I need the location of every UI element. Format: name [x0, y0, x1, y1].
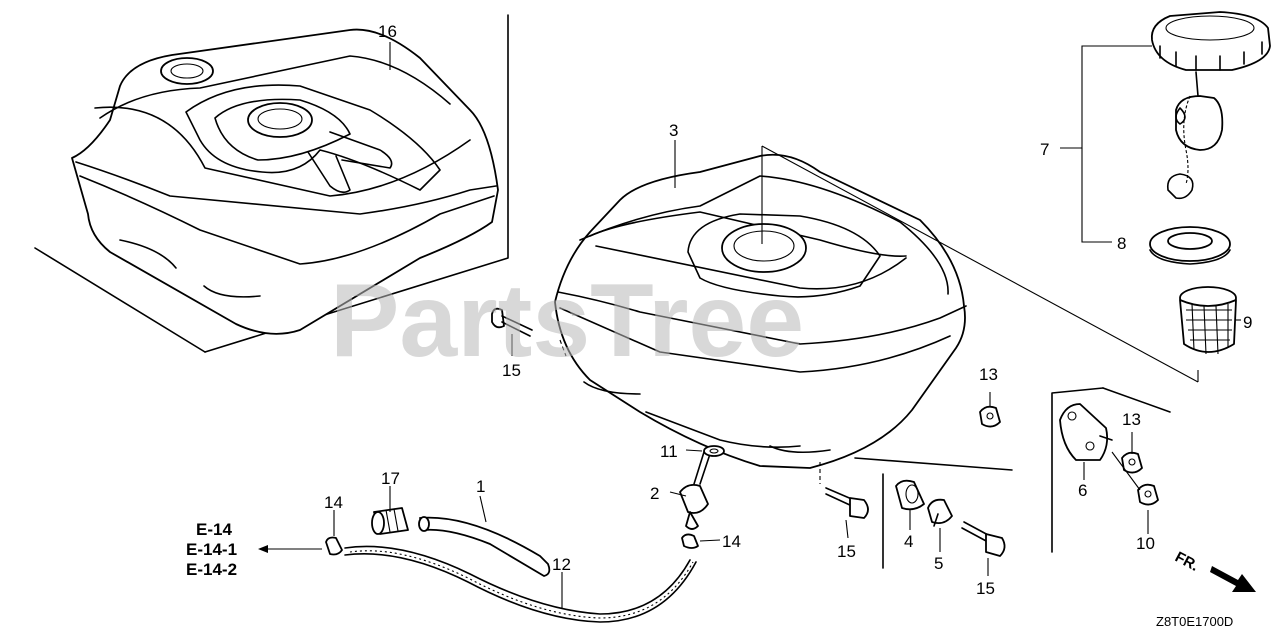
callout-12: 12: [552, 555, 571, 574]
callout-16: 16: [378, 22, 397, 41]
leader-lines: [258, 42, 1241, 608]
fuel-valve: [679, 451, 711, 530]
callout-8: 8: [1117, 234, 1126, 253]
front-direction-indicator: FR.: [1172, 549, 1256, 592]
callout-17: 17: [381, 469, 400, 488]
ref-e14-2[interactable]: E-14-2: [186, 560, 237, 579]
nut-13-upper: [979, 405, 1001, 428]
callout-1: 1: [476, 477, 485, 496]
fuel-tank-main: [554, 153, 967, 469]
nut-10: [1137, 483, 1159, 506]
reference-labels: E-14 E-14-1 E-14-2: [186, 520, 237, 579]
watermark: PartsTree: [330, 263, 804, 379]
washer: [703, 445, 725, 457]
callout-15-right: 15: [976, 579, 995, 598]
hose-clip-left: [325, 536, 343, 556]
callout-11: 11: [660, 442, 678, 461]
bolt-left: [491, 307, 533, 337]
fuel-joint: [371, 507, 409, 535]
callout-6: 6: [1078, 481, 1087, 500]
fuel-cap: [1150, 11, 1271, 200]
ref-e14-1[interactable]: E-14-1: [186, 540, 237, 559]
ref-e14[interactable]: E-14: [196, 520, 232, 539]
fuel-hose: [344, 516, 697, 623]
fuel-strainer: [1179, 286, 1237, 355]
fuel-tank-alt: [71, 28, 499, 335]
callout-15-left: 15: [502, 361, 521, 380]
mount-rubber: [895, 479, 925, 511]
callouts: 16 3 7 8 9 15 13 13 11 1 17 14 2 14 12 1…: [324, 22, 1252, 598]
callout-2: 2: [650, 484, 659, 503]
hose-clip-right: [681, 533, 699, 549]
callout-3: 3: [669, 121, 678, 140]
bolt-center: [825, 487, 869, 519]
cap-gasket: [1149, 226, 1231, 265]
callout-14-right: 14: [722, 532, 741, 551]
front-arrow-icon: [1210, 566, 1256, 592]
callout-9: 9: [1243, 313, 1252, 332]
front-label: FR.: [1172, 549, 1201, 575]
callout-7: 7: [1040, 140, 1049, 159]
callout-10: 10: [1136, 534, 1155, 553]
callout-13-lower: 13: [1122, 410, 1141, 429]
callout-14-left: 14: [324, 493, 343, 512]
callout-5: 5: [934, 554, 943, 573]
callout-15-center: 15: [837, 542, 856, 561]
mount-bracket: [927, 498, 953, 527]
callout-13-upper: 13: [979, 365, 998, 384]
mount-plate: [1059, 403, 1113, 461]
bolt-right: [961, 521, 1006, 557]
drawing-code: Z8T0E1700D: [1156, 614, 1233, 629]
callout-4: 4: [904, 532, 913, 551]
nut-13-lower: [1121, 451, 1143, 474]
